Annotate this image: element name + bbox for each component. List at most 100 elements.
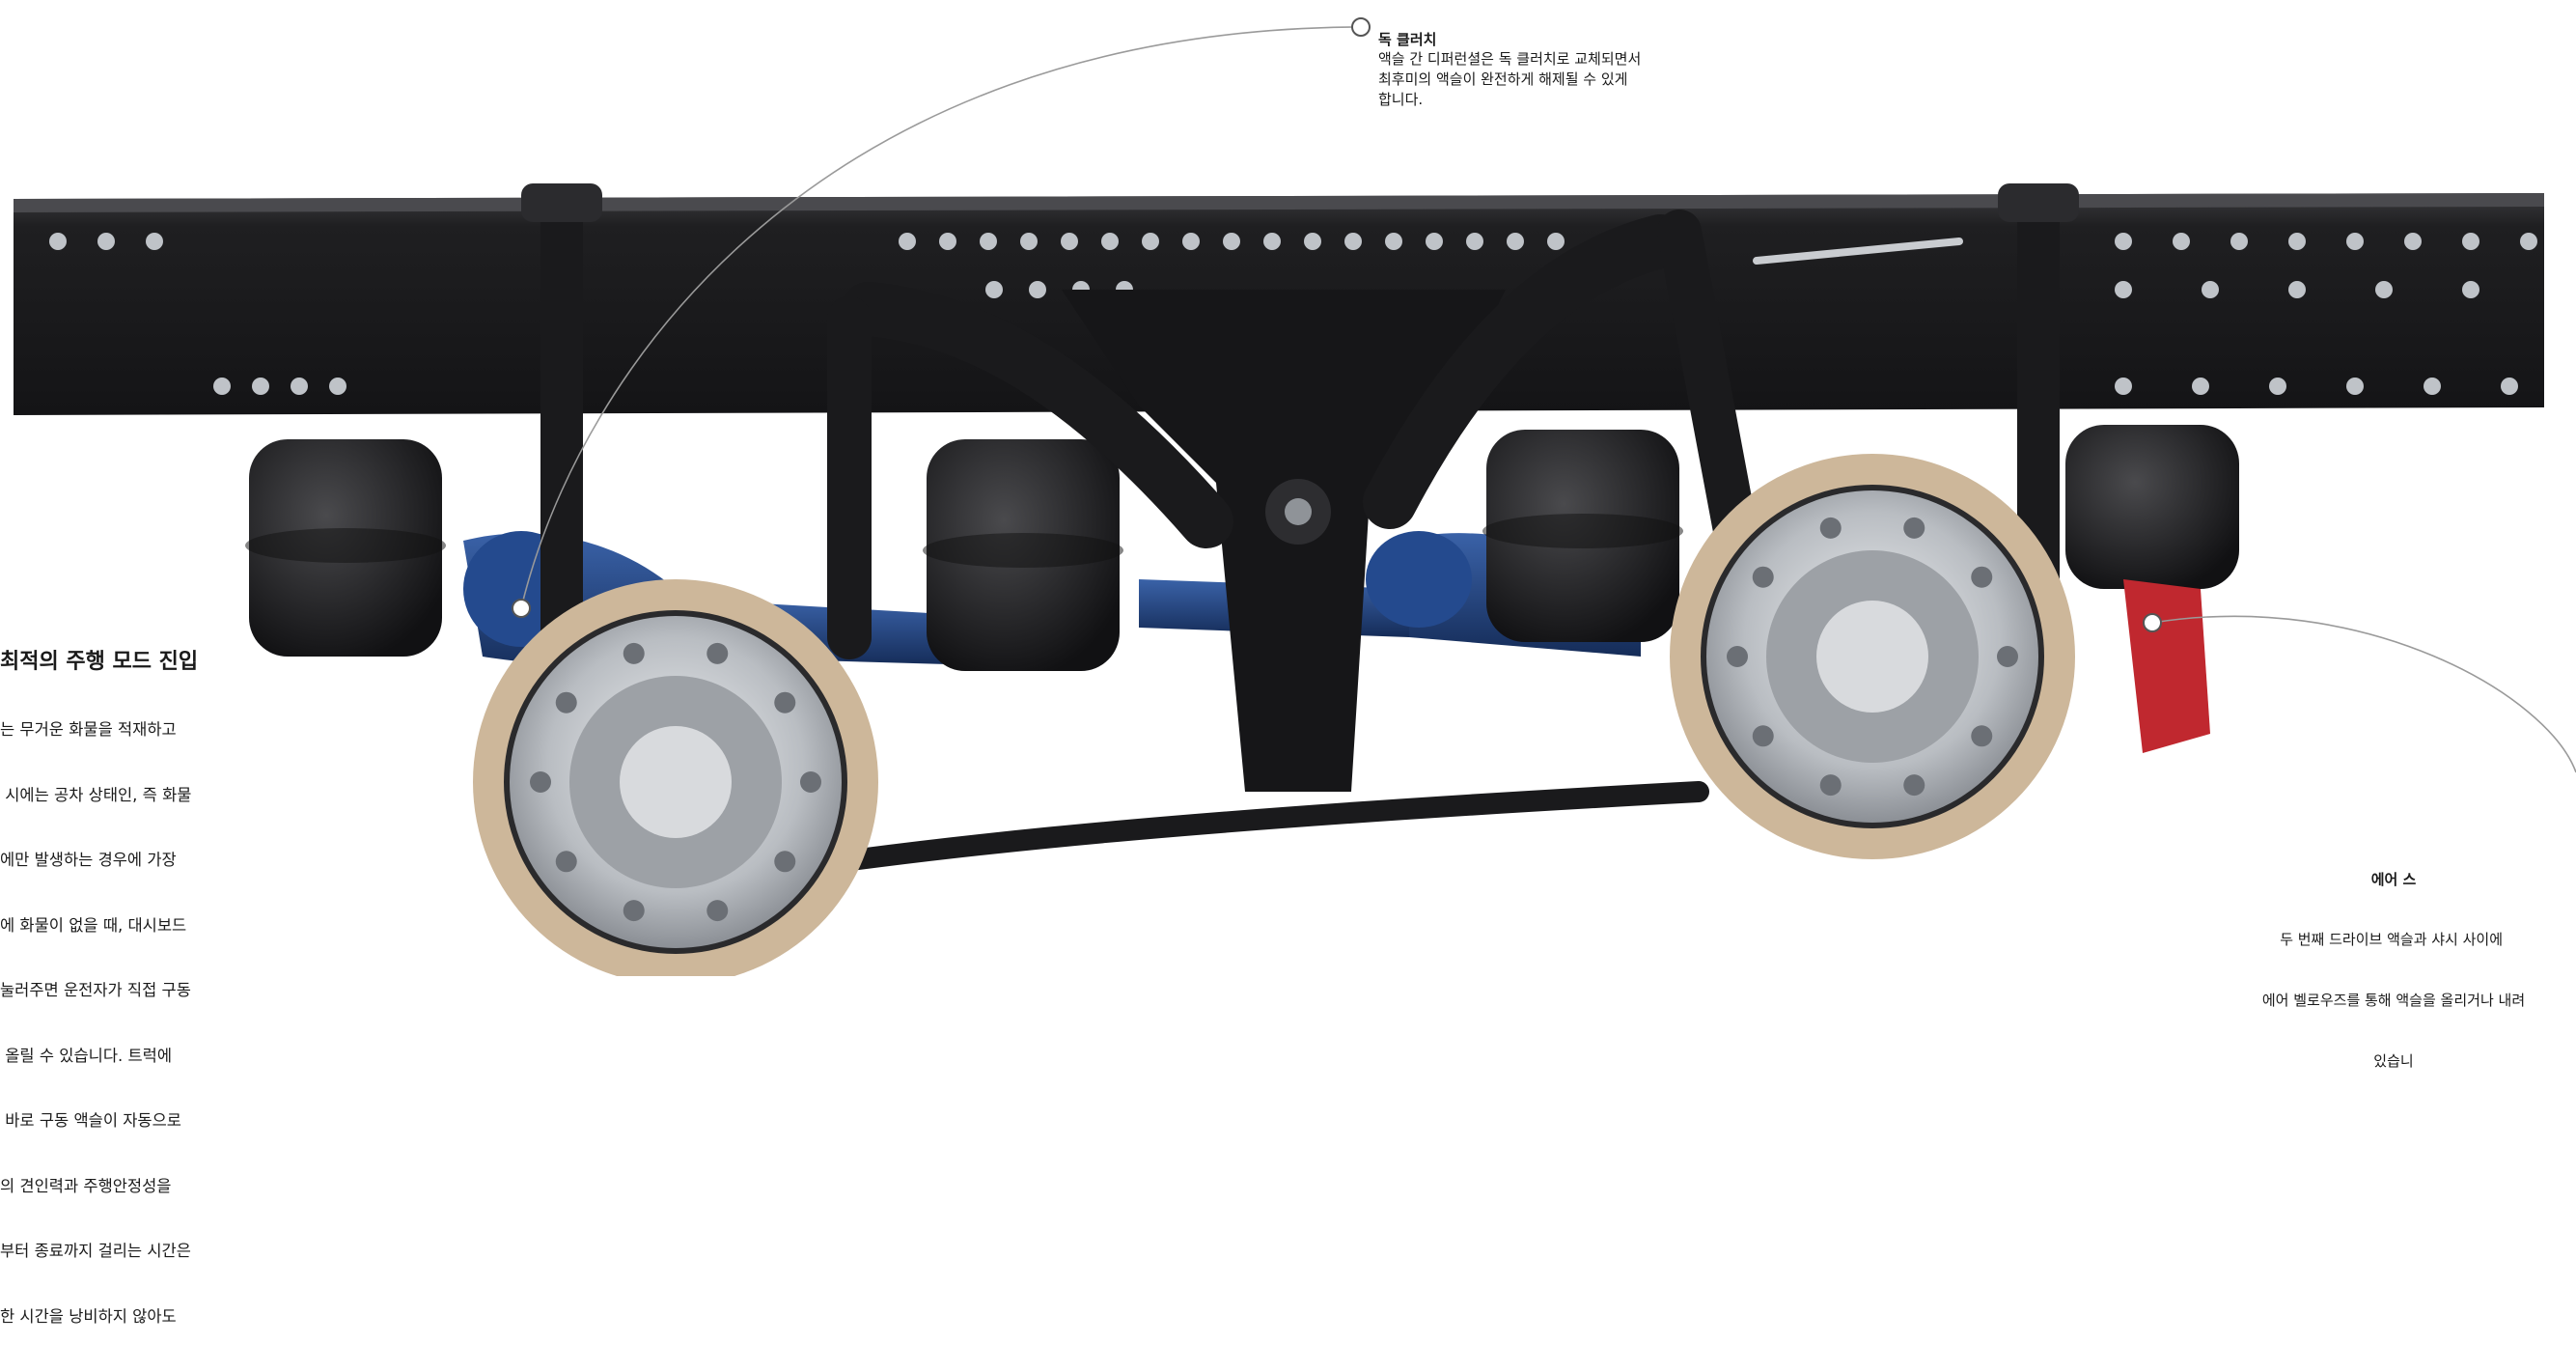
hub-bolt <box>555 851 577 873</box>
callout-line: 에어 벨로우즈를 통해 액슬을 올리거나 내려 <box>2261 992 2526 1009</box>
callout-line: 합니다. <box>1378 91 1424 108</box>
frame-hole <box>2288 281 2306 298</box>
frame-hole <box>1507 233 1524 250</box>
frame-hole <box>2115 378 2132 395</box>
hub-bolt <box>774 851 796 873</box>
callout-body: 액슬 간 디퍼런셜은 독 클러치로 교체되면서 최후미의 액슬이 완전하게 해제… <box>1378 49 1745 110</box>
frame-hole <box>985 281 1003 298</box>
callout-line: 있습니 <box>2373 1052 2414 1070</box>
frame-hole <box>1061 233 1078 250</box>
frame-hole <box>2288 233 2306 250</box>
callout-title: 에어 스 <box>2370 871 2417 888</box>
callout-body: 두 번째 드라이브 액슬과 샤시 사이에 에어 벨로우즈를 통해 액슬을 올리거… <box>2191 889 2576 1112</box>
frame-hole <box>1020 233 1038 250</box>
frame-hole <box>213 378 231 395</box>
frame-hole <box>1182 233 1200 250</box>
hub-bolt <box>1752 566 1774 588</box>
frame-hole <box>1029 281 1046 298</box>
callout-body: 는 무거운 화물을 적재하고 시에는 공차 상태인, 즉 화물 에만 발생하는 … <box>0 676 280 1371</box>
frame-hole <box>252 378 269 395</box>
frame-hole <box>1304 233 1321 250</box>
air-bellow <box>1482 430 1683 642</box>
frame-hole <box>1263 233 1281 250</box>
hub-bolt <box>1903 774 1925 797</box>
frame-hole <box>146 233 163 250</box>
hub-bolt <box>555 691 577 713</box>
frame-hole <box>1385 233 1402 250</box>
callout-dog-clutch: 독 클러치 액슬 간 디퍼런셜은 독 클러치로 교체되면서 최후미의 액슬이 완… <box>1378 29 1745 110</box>
center-trunnion-bracket <box>1062 290 1506 792</box>
air-bellow-group <box>245 425 2239 671</box>
callout-line: 한 시간을 낭비하지 않아도 <box>0 1306 177 1326</box>
frame-hole <box>1426 233 1443 250</box>
frame-hole <box>2424 378 2441 395</box>
frame-hole <box>1466 233 1483 250</box>
callout-line: 눌러주면 운전자가 직접 구동 <box>0 981 191 999</box>
hub-bolt <box>623 642 645 664</box>
hub-bolt <box>1752 725 1774 747</box>
frame-hole <box>1101 233 1119 250</box>
callout-air-suspension: 에어 스 두 번째 드라이브 액슬과 샤시 사이에 에어 벨로우즈를 통해 액슬… <box>2191 869 2576 1112</box>
callout-marker-icon <box>512 599 531 618</box>
callout-line: 올릴 수 있습니다. 트럭에 <box>0 1046 173 1065</box>
frame-hole <box>939 233 956 250</box>
hub-bolt <box>800 771 821 793</box>
frame-hole <box>2115 233 2132 250</box>
frame-hole <box>1344 233 1362 250</box>
frame-hole <box>2404 233 2422 250</box>
hub-bolt <box>706 900 729 922</box>
frame-hole <box>2115 281 2132 298</box>
frame-hole <box>49 233 67 250</box>
callout-drive-mode: 최적의 주행 모드 진입 는 무거운 화물을 적재하고 시에는 공차 상태인, … <box>0 649 280 1371</box>
frame-hole <box>1142 233 1159 250</box>
hub-bolt <box>1819 517 1842 539</box>
frame-hole <box>2192 378 2209 395</box>
frame-hole <box>97 233 115 250</box>
frame-hole <box>980 233 997 250</box>
frame-hole <box>2501 378 2518 395</box>
callout-line: 액슬 간 디퍼런셜은 독 클러치로 교체되면서 <box>1378 50 1642 68</box>
hub-bolt <box>530 771 551 793</box>
callout-line: 에만 발생하는 경우에 가장 <box>0 851 177 869</box>
callout-line: 의 견인력과 주행안정성을 <box>0 1176 172 1195</box>
frame-hole <box>2375 281 2393 298</box>
frame-hole <box>2269 378 2286 395</box>
red-valve-component <box>2123 579 2210 753</box>
frame-hole <box>329 378 346 395</box>
callout-line: 부터 종료까지 걸리는 시간은 <box>0 1242 191 1260</box>
hub-bolt <box>1727 646 1748 667</box>
frame-hole <box>2462 281 2479 298</box>
callout-title: 최적의 주행 모드 진입 <box>0 650 199 674</box>
hub-bolt <box>1971 725 1993 747</box>
callout-line: 는 무거운 화물을 적재하고 <box>0 720 177 739</box>
callout-marker-icon <box>1351 17 1371 37</box>
left-wheel-hub <box>473 579 878 976</box>
hub-bolt <box>623 900 645 922</box>
callout-line: 에 화물이 없을 때, 대시보드 <box>0 915 187 935</box>
callout-line: 최후미의 액슬이 완전하게 해제될 수 있게 <box>1378 70 1628 88</box>
right-wheel-hub <box>1670 454 2075 859</box>
hub-bolt <box>1997 646 2018 667</box>
air-bellow <box>2065 425 2239 589</box>
hub-bolt <box>1971 566 1993 588</box>
frame-hole <box>899 233 916 250</box>
frame-hole <box>1223 233 1240 250</box>
air-bellow <box>923 439 1123 671</box>
air-bellow <box>245 439 446 657</box>
frame-hole <box>291 378 308 395</box>
hub-bolt <box>706 642 729 664</box>
callout-line: 두 번째 드라이브 액슬과 샤시 사이에 <box>2280 931 2507 948</box>
axle-assembly-illustration <box>14 17 2576 976</box>
shock-absorbers <box>521 183 2079 647</box>
frame-hole <box>1547 233 1565 250</box>
hub-bolt <box>1903 517 1925 539</box>
frame-hole <box>2520 233 2537 250</box>
callout-leader-lines <box>520 26 2576 773</box>
callout-marker-icon <box>2143 613 2162 632</box>
frame-hole <box>2346 378 2364 395</box>
callout-title: 독 클러치 <box>1378 31 1437 48</box>
frame-hole <box>2346 233 2364 250</box>
callout-line: 시에는 공차 상태인, 즉 화물 <box>0 785 192 804</box>
hub-bolt <box>1819 774 1842 797</box>
frame-hole <box>2202 281 2219 298</box>
